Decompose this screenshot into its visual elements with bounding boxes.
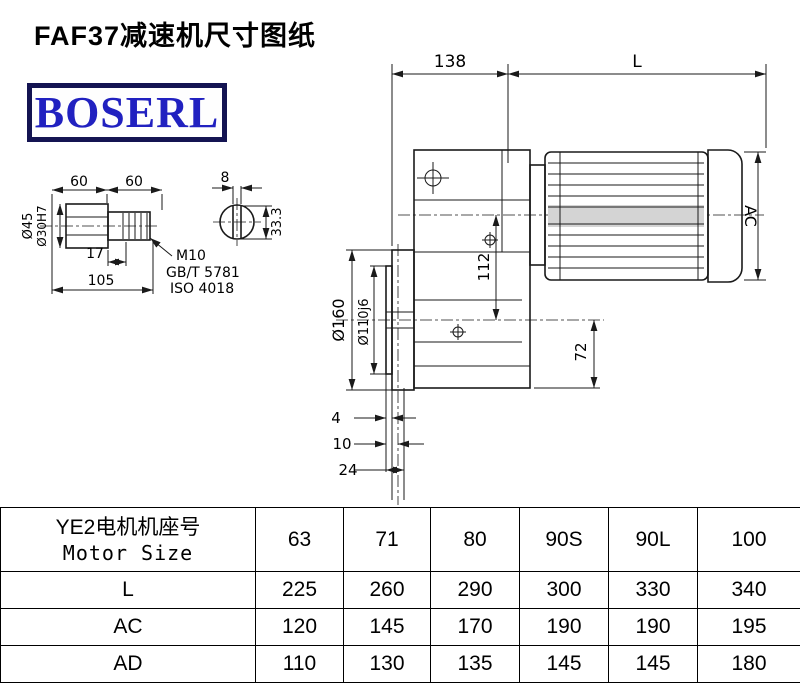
dim-24-label: 24 [338, 461, 357, 479]
column-header: 90L [609, 508, 698, 572]
dimension-drawing: 60 60 Ø45 Ø30H7 17 105 M10 GB/T 5781 ISO… [0, 0, 800, 507]
table-cell: 145 [609, 646, 698, 683]
table-cell: 190 [609, 609, 698, 646]
table-cell: 300 [520, 572, 609, 609]
dim-spigot-label: Ø110j6 [357, 299, 372, 346]
dim-ac-label: AC [741, 205, 760, 227]
table-cell: 145 [344, 609, 431, 646]
dia-45-label: Ø45 [21, 213, 36, 240]
table-row-l: L 225 260 290 300 330 340 [1, 572, 800, 609]
table-row-ac: AC 120 145 170 190 190 195 [1, 609, 800, 646]
table-cell: 135 [431, 646, 520, 683]
keyway-height-label: 33.3 [270, 208, 285, 237]
column-header: 71 [344, 508, 431, 572]
table-cell: 340 [698, 572, 800, 609]
table-cell: 195 [698, 609, 800, 646]
table-cell: 330 [609, 572, 698, 609]
dim-138-label: 138 [434, 52, 466, 72]
row-label: AC [1, 609, 256, 646]
row-label: L [1, 572, 256, 609]
table-row-ad: AD 110 130 135 145 145 180 [1, 646, 800, 683]
gear-center-mark-lower [450, 324, 466, 340]
reducer-main-view: 138 L AC 112 72 Ø160 Ø110j6 [329, 52, 766, 505]
dim-60-right-label: 60 [125, 174, 143, 190]
table-cell: 145 [520, 646, 609, 683]
table-cell: 130 [344, 646, 431, 683]
dim-112-label: 112 [475, 253, 493, 282]
shaft-section-detail: 8 33.3 [212, 170, 285, 246]
column-header: 100 [698, 508, 800, 572]
table-header-row: YE2电机机座号 Motor Size 63 71 80 90S 90L 100 [1, 508, 800, 572]
dim-105-label: 105 [88, 273, 115, 289]
table-cell: 225 [256, 572, 344, 609]
row-label: AD [1, 646, 256, 683]
thread-callout-m10: M10 [176, 248, 206, 264]
header-motor-size: YE2电机机座号 Motor Size [1, 508, 256, 572]
dia-30-label: Ø30H7 [35, 205, 49, 246]
dim-flange-od-label: Ø160 [329, 298, 348, 341]
dim-l-label: L [632, 52, 642, 72]
table-cell: 180 [698, 646, 800, 683]
table-cell: 190 [520, 609, 609, 646]
motor-size-table: YE2电机机座号 Motor Size 63 71 80 90S 90L 100… [0, 507, 800, 683]
dim-10-label: 10 [332, 435, 351, 453]
column-header: 80 [431, 508, 520, 572]
keyway-width-label: 8 [221, 170, 230, 186]
column-header: 90S [520, 508, 609, 572]
header-motor-size-cn: YE2电机机座号 [1, 514, 255, 541]
table-cell: 290 [431, 572, 520, 609]
fan-cover [708, 150, 742, 282]
shaft-end-detail: 60 60 Ø45 Ø30H7 17 105 M10 GB/T 5781 ISO… [21, 174, 240, 297]
thread-callout-iso: ISO 4018 [170, 281, 234, 297]
thread-callout-gbt: GB/T 5781 [166, 265, 240, 281]
table-cell: 120 [256, 609, 344, 646]
dim-17-label: 17 [86, 246, 104, 262]
bearing-crosshair [417, 162, 449, 194]
dim-4-label: 4 [331, 409, 341, 427]
dim-72-label: 72 [572, 342, 590, 361]
header-motor-size-en: Motor Size [1, 541, 255, 565]
table-cell: 110 [256, 646, 344, 683]
table-cell: 260 [344, 572, 431, 609]
table-cell: 170 [431, 609, 520, 646]
column-header: 63 [256, 508, 344, 572]
dim-60-left-label: 60 [70, 174, 88, 190]
